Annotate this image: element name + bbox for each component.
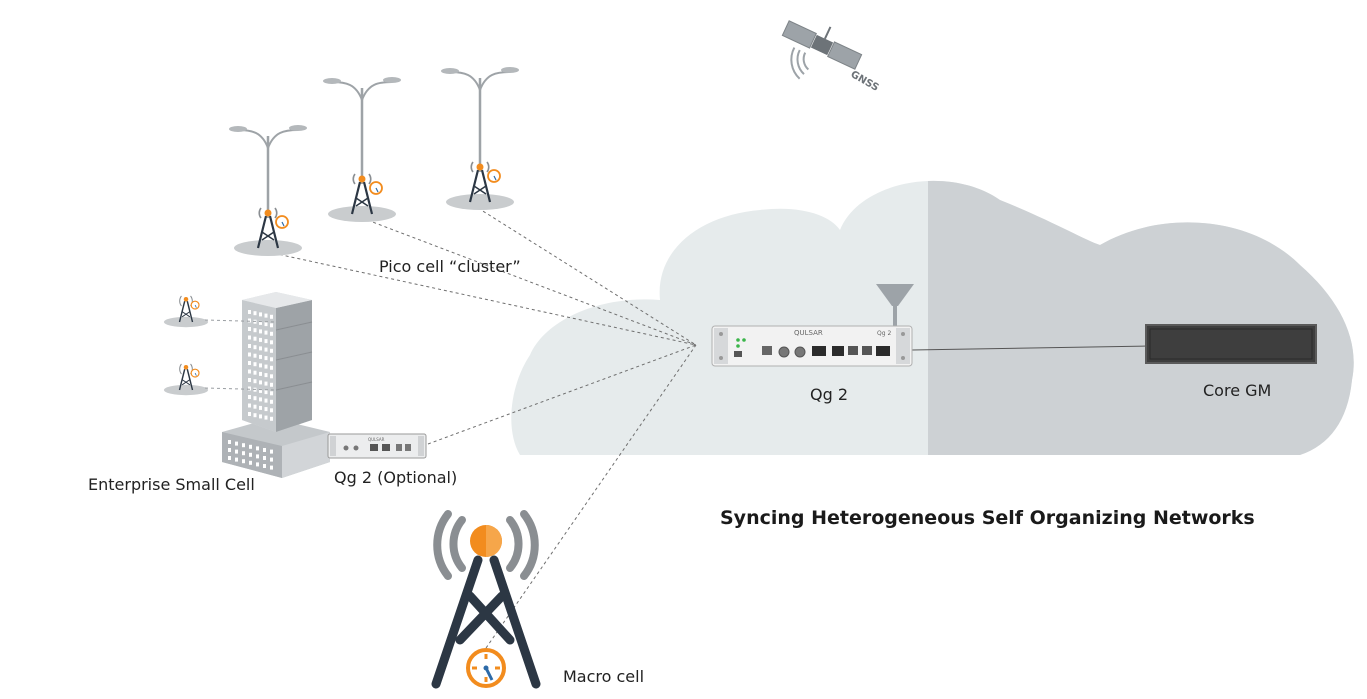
qg2-label: Qg 2 bbox=[810, 385, 848, 404]
streetlight-pole-icon bbox=[229, 125, 307, 218]
core-gm-label: Core GM bbox=[1203, 381, 1271, 400]
qg2-device: QULSAR Qg 2 bbox=[711, 284, 914, 367]
enterprise-label: Enterprise Small Cell bbox=[88, 475, 255, 494]
small-cell-floor-2 bbox=[163, 363, 209, 396]
network-cloud bbox=[511, 180, 1354, 455]
link-core bbox=[911, 345, 1149, 351]
svg-text:QULSAR: QULSAR bbox=[794, 329, 823, 337]
cell-tower-icon bbox=[468, 161, 492, 203]
clock-icon bbox=[369, 181, 383, 195]
pico-cluster-label: Pico cell “cluster” bbox=[379, 257, 521, 276]
core-gm-server-icon bbox=[1145, 324, 1317, 364]
antenna-icon bbox=[876, 284, 914, 334]
link-pico-1 bbox=[267, 251, 697, 346]
link-macro bbox=[485, 344, 697, 649]
gnss-label: GNSS bbox=[849, 69, 881, 94]
qg2-optional-label: Qg 2 (Optional) bbox=[334, 468, 457, 487]
link-pico-3 bbox=[477, 207, 697, 346]
sync-links bbox=[267, 207, 697, 649]
cell-tower-icon bbox=[256, 207, 280, 249]
clock-icon bbox=[190, 300, 200, 310]
qg2-optional-device: QULSAR bbox=[327, 433, 427, 459]
satellite-icon bbox=[781, 20, 863, 80]
clock-icon bbox=[466, 648, 506, 688]
pico-cell-streetlight bbox=[441, 67, 519, 210]
clock-icon bbox=[190, 368, 200, 378]
small-cell-floor-1 bbox=[163, 295, 209, 328]
pico-cell-streetlight bbox=[229, 125, 307, 256]
pico-cell-streetlight bbox=[323, 77, 401, 222]
cell-tower-icon bbox=[178, 295, 194, 323]
svg-text:QULSAR: QULSAR bbox=[368, 437, 385, 442]
clock-icon bbox=[275, 215, 289, 229]
cell-tower-icon bbox=[178, 363, 194, 391]
streetlight-pole-icon bbox=[441, 67, 519, 172]
diagram-title: Syncing Heterogeneous Self Organizing Ne… bbox=[720, 507, 1255, 529]
building-icon bbox=[222, 292, 330, 478]
streetlight-pole-icon bbox=[323, 77, 401, 184]
macro-cell-label: Macro cell bbox=[563, 667, 644, 686]
svg-text:Qg 2: Qg 2 bbox=[877, 330, 891, 337]
macro-cell-tower-icon bbox=[431, 510, 541, 689]
cell-tower-icon bbox=[350, 173, 374, 215]
clock-icon bbox=[487, 169, 501, 183]
